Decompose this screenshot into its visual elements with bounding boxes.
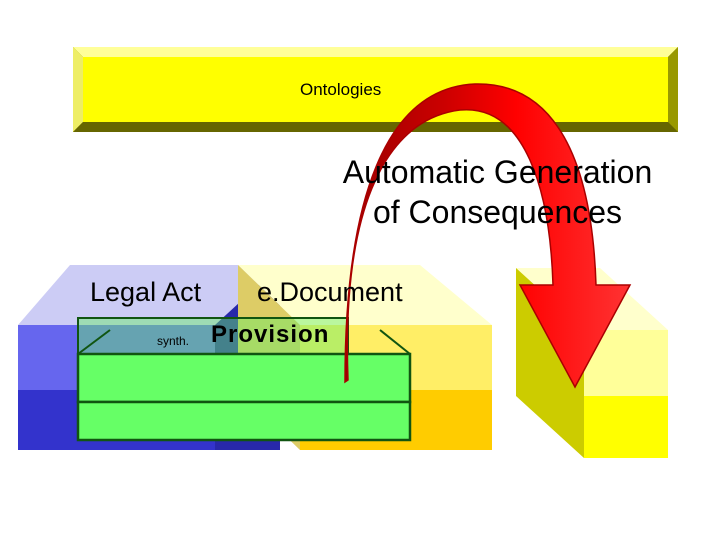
ontologies-label: Ontologies <box>300 80 382 99</box>
e-document-label: e.Document <box>257 277 403 307</box>
ontologies-box <box>73 47 678 132</box>
arrow-caption: Automatic Generation of Consequences <box>300 152 695 232</box>
arrow-caption-line2: of Consequences <box>372 194 623 230</box>
provision-label: Provision <box>211 321 330 348</box>
arrow-caption-line1: Automatic Generation <box>342 154 653 190</box>
consequence-arrow <box>344 83 632 389</box>
legal-act-label: Legal Act <box>90 277 202 307</box>
provision-block <box>76 317 412 442</box>
provision-prefix: synth. <box>157 334 190 348</box>
